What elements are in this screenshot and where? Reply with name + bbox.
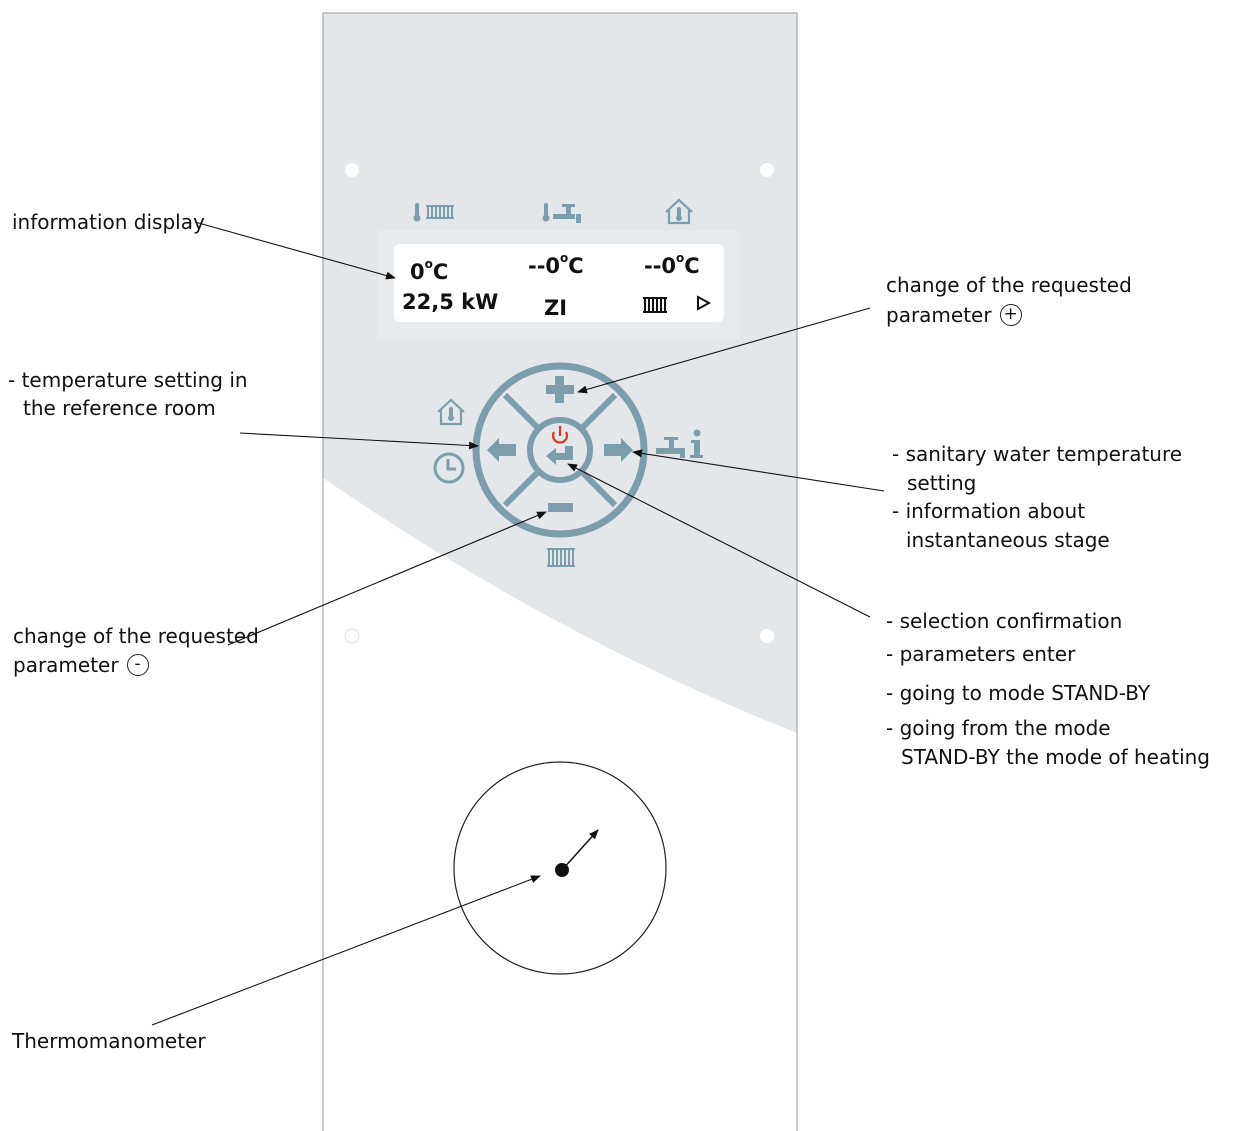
label-confirm-line4: - going from the mode xyxy=(886,716,1111,740)
label-confirm-line3: - going to mode STAND-BY xyxy=(886,681,1151,705)
control-pad xyxy=(472,362,648,538)
plus-icon[interactable] xyxy=(546,376,574,403)
label-change-plus-line1: change of the requested xyxy=(886,273,1132,297)
plus-circle-symbol: + xyxy=(999,303,1022,326)
house-thermometer-icon xyxy=(665,198,693,225)
minus-circle-symbol: - xyxy=(126,653,149,676)
degree-unit: C xyxy=(568,254,584,278)
label-information-display: information display xyxy=(12,210,205,234)
label-change-minus-line2: parameter- xyxy=(13,651,149,679)
display-play-icon xyxy=(697,295,712,311)
clock-icon xyxy=(433,452,465,484)
label-thermomanometer: Thermomanometer xyxy=(12,1029,206,1053)
label-confirm-line2: - parameters enter xyxy=(886,642,1076,666)
information-display-screen xyxy=(394,244,724,322)
display-radiator-icon xyxy=(643,297,667,313)
room-temperature-value: --0 xyxy=(644,254,677,278)
minus-icon[interactable] xyxy=(548,503,573,512)
tap-thermometer-icon xyxy=(542,203,581,223)
label-sanitary-line1: - sanitary water temperature xyxy=(892,442,1183,466)
power-icon[interactable] xyxy=(551,426,569,444)
info-icon xyxy=(690,429,703,458)
label-sanitary-line2: setting xyxy=(907,471,977,495)
mounting-hole xyxy=(345,163,359,177)
arrow-right-icon[interactable] xyxy=(604,438,633,462)
label-info-stage-line2: instantaneous stage xyxy=(906,528,1110,552)
thermomanometer-gauge xyxy=(453,761,667,975)
mounting-hole xyxy=(760,163,774,177)
label-change-plus-text: parameter xyxy=(886,303,992,327)
display-heating-temperature: 0oC xyxy=(410,257,449,284)
label-confirm-line5: STAND-BY the mode of heating xyxy=(901,745,1211,769)
degree-unit: C xyxy=(684,254,700,278)
radiator-thermometer-icon xyxy=(413,203,454,222)
label-change-minus-line1: change of the requested xyxy=(13,624,259,648)
arrow-left-icon[interactable] xyxy=(487,438,516,462)
display-power-output: 22,5 kW xyxy=(402,290,499,314)
degree-unit: C xyxy=(432,260,449,284)
display-room-temperature: --0oC xyxy=(644,251,700,278)
tap-icon xyxy=(656,437,685,458)
label-change-minus-text: parameter xyxy=(13,653,119,677)
panel-tinted-area xyxy=(323,13,797,733)
display-mode-code: ZI xyxy=(544,296,568,320)
radiator-icon xyxy=(547,548,575,567)
label-info-stage-line1: - information about xyxy=(892,499,1086,523)
mounting-hole xyxy=(344,628,360,644)
water-temperature-value: --0 xyxy=(528,254,561,278)
label-confirm-line1: - selection confirmation xyxy=(886,609,1123,633)
enter-icon[interactable] xyxy=(546,446,573,465)
display-water-temperature: --0oC xyxy=(528,251,584,278)
label-temp-reference-line1: - temperature setting in xyxy=(8,368,248,392)
mounting-hole xyxy=(760,629,774,643)
heating-temperature-value: 0 xyxy=(410,260,425,284)
label-temp-reference-line2: the reference room xyxy=(23,396,216,420)
leader-lines xyxy=(151,221,885,1026)
label-change-plus-line2: parameter + xyxy=(886,301,1022,329)
gauge-needle xyxy=(561,829,599,871)
house-thermometer-icon xyxy=(437,398,465,426)
